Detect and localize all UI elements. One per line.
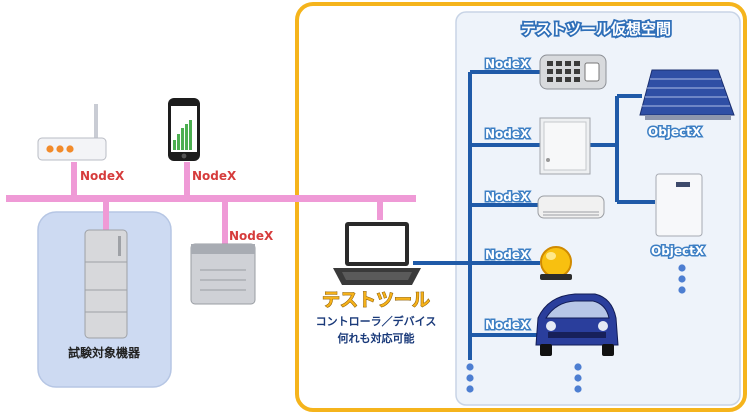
heater-icon bbox=[190, 243, 256, 305]
laptop-icon bbox=[333, 222, 421, 285]
virtual-network-lines bbox=[413, 70, 655, 360]
node-label-heater: NodeX bbox=[229, 229, 274, 243]
bus-drop-heater bbox=[222, 200, 228, 246]
test-devices-label: 試験対象機器 bbox=[68, 345, 141, 360]
node-label-router: NodeX bbox=[80, 169, 125, 183]
fuel-cell-icon bbox=[655, 173, 703, 237]
virtual-space-title: テストツール仮想空間 bbox=[521, 20, 671, 38]
node-label-air-conditioner: NodeX bbox=[485, 190, 530, 204]
node-label-lamp: NodeX bbox=[485, 248, 530, 262]
test-tool-title: テストツール bbox=[322, 290, 430, 311]
warning-lamp-icon bbox=[540, 246, 572, 280]
test-tool-subtitle-1: コントローラ／デバイス bbox=[316, 314, 437, 328]
smartphone-icon bbox=[168, 98, 200, 161]
more-dots-icon bbox=[466, 264, 686, 393]
power-box-icon bbox=[539, 117, 591, 175]
bus-drop-phone bbox=[184, 162, 190, 196]
solar-panel-icon bbox=[639, 69, 735, 120]
node-label-phone: NodeX bbox=[192, 169, 237, 183]
object-label-solar: ObjectX bbox=[648, 125, 702, 139]
fridge-icon bbox=[84, 229, 128, 339]
keypad-icon bbox=[539, 54, 607, 90]
bus-drop-fridge bbox=[103, 200, 109, 234]
node-label-power-box: NodeX bbox=[485, 127, 530, 141]
car-icon bbox=[535, 293, 619, 356]
node-label-car: NodeX bbox=[485, 318, 530, 332]
bus-drop-laptop bbox=[377, 200, 383, 220]
network-bus bbox=[6, 195, 416, 202]
bus-drop-router bbox=[71, 162, 77, 196]
node-label-keypad: NodeX bbox=[485, 57, 530, 71]
router-icon bbox=[37, 104, 107, 161]
test-tool-subtitle-2: 何れも対応可能 bbox=[338, 331, 415, 345]
air-conditioner-icon bbox=[537, 195, 605, 219]
object-label-fuel-cell: ObjectX bbox=[651, 244, 705, 258]
